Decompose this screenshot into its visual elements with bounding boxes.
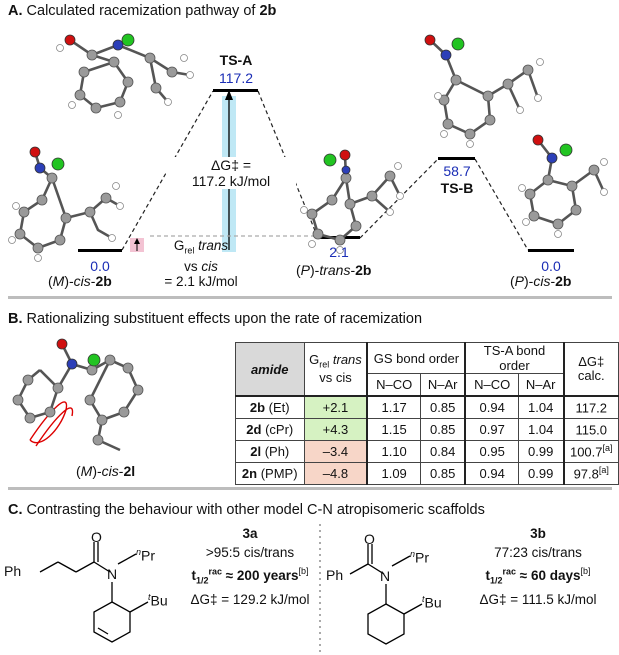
ts-b-name: TS-B	[440, 180, 474, 196]
table-row: 2b (Et) +2.1 1.17 0.85 0.94 1.04 117.2	[235, 395, 619, 419]
ts-b-value: 58.7	[443, 163, 471, 179]
bond-order-table: amide Grel trans vs cis GS bond order TS…	[235, 342, 619, 485]
3b-tbu: tBu	[422, 594, 442, 611]
3a-info: 3a >95:5 cis/trans t1/2rac ≈ 200 years[b…	[190, 526, 310, 608]
table-row: 2l (Ph) –3.4 1.10 0.84 0.95 0.99 100.7[a…	[235, 440, 619, 463]
level-ts-b	[438, 157, 475, 160]
molecule-2l	[12, 338, 144, 452]
table-row: 2n (PMP) –4.8 1.09 0.85 0.94 0.99 97.8[a…	[235, 462, 619, 485]
3a-npr: nPr	[136, 547, 156, 564]
ts-a-value: 117.2	[219, 70, 253, 86]
barrier-arrowhead	[225, 90, 233, 100]
divider-a-b	[8, 296, 612, 299]
th-ts-nar: N–Ar	[517, 373, 565, 397]
3b-n: N	[380, 568, 391, 584]
level-mid-label: (P)-trans-2b	[296, 262, 372, 278]
3a-ph: Ph	[4, 563, 22, 579]
level-end-label: (P)-cis-2b	[510, 273, 572, 289]
3a-tbu: tBu	[148, 592, 168, 609]
th-amide: amide	[235, 342, 305, 397]
level-end	[528, 249, 574, 252]
section-a-title: A. Calculated racemization pathway of 2b	[8, 3, 277, 19]
molecule-structures	[8, 33, 608, 262]
level-mid-value: 2.1	[329, 244, 349, 260]
structure-3a	[39, 542, 149, 643]
level-start-label: (M)-cis-2b	[48, 273, 112, 289]
level-ts-a	[213, 89, 258, 92]
divider-b-c	[8, 487, 612, 490]
section-b-title: B. Rationalizing substituent effects upo…	[8, 311, 423, 327]
table-row: 2d (cPr) +4.3 1.15 0.85 0.97 1.04 115.0	[235, 418, 619, 441]
level-start-value: 0.0	[90, 258, 110, 274]
barrier-label: ΔG‡ = 117.2 kJ/mol	[166, 157, 296, 189]
th-dg: ΔG‡calc.	[562, 342, 619, 397]
th-gs: GS bond order	[366, 342, 466, 374]
section-c-title: C. Contrasting the behaviour with other …	[8, 502, 485, 518]
3a-n: N	[107, 566, 118, 582]
3b-info: 3b 77:23 cis/trans t1/2rac ≈ 60 days[b] …	[479, 526, 597, 608]
3b-ph: Ph	[326, 567, 344, 583]
structure-3b	[349, 544, 423, 645]
th-ts-nco: N–CO	[464, 373, 519, 397]
3a-o: O	[91, 529, 102, 545]
level-start	[78, 249, 122, 252]
th-gs-nco: N–CO	[366, 373, 421, 397]
ts-a-name: TS-A	[219, 52, 253, 68]
grel-label: Grel trans vs cis = 2.1 kJ/mol	[164, 238, 238, 289]
th-grel: Grel trans vs cis	[303, 342, 368, 397]
level-end-value: 0.0	[541, 258, 561, 274]
molecule-2l-label: (M)-cis-2l	[76, 463, 136, 479]
3b-npr: nPr	[410, 549, 430, 566]
th-gs-nar: N–Ar	[419, 373, 466, 397]
3b-o: O	[364, 531, 375, 547]
th-ts: TS-A bond order	[464, 342, 565, 374]
